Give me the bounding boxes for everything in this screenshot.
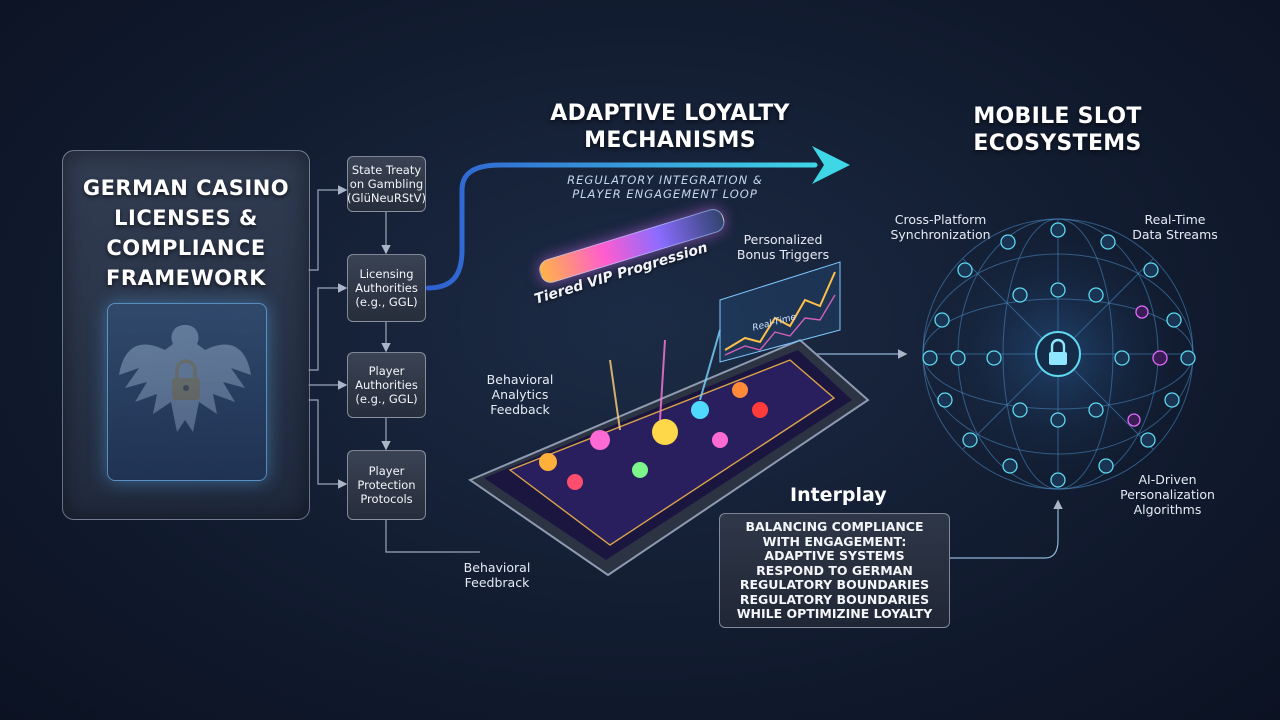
behavioral-analytics-label: Behavioral Analytics Feedback <box>486 372 554 417</box>
flow-box-state-treaty: State Treaty on Gambling (GlüNeuRStV) <box>347 156 426 212</box>
cross-platform-label: Cross-Platform Synchronization <box>890 212 991 242</box>
mobile-slot-heading: MOBILE SLOT ECOSYSTEMS <box>973 104 1142 156</box>
german-emblem <box>107 303 267 481</box>
flow-box-player-protection: Player Protection Protocols <box>347 450 426 520</box>
real-time-streams-label: Real-Time Data Streams <box>1132 212 1218 242</box>
behavioral-feedback-label: Behavioral Feedbrack <box>463 560 531 590</box>
personalized-bonus-label: Personalized Bonus Triggers <box>736 232 830 262</box>
panel-title: GERMAN CASINO LICENSES & COMPLIANCE FRAM… <box>82 176 290 290</box>
flow-box-player-authorities: Player Authorities (e.g., GGL) <box>347 352 426 418</box>
flow-box-licensing-authorities: Licensing Authorities (e.g., GGL) <box>347 254 426 322</box>
bonus-chart <box>719 261 841 363</box>
loyalty-subheading: REGULATORY INTEGRATION & PLAYER ENGAGEME… <box>567 173 763 201</box>
network-globe-icon <box>908 204 1208 504</box>
ai-driven-label: AI-Driven Personalization Algorithms <box>1120 472 1215 517</box>
interplay-box: BALANCING COMPLIANCE WITH ENGAGEMENT: AD… <box>719 513 950 628</box>
real-time-tag: Real-Time <box>751 312 798 334</box>
compliance-framework-panel: GERMAN CASINO LICENSES & COMPLIANCE FRAM… <box>62 150 310 520</box>
adaptive-loyalty-heading: ADAPTIVE LOYALTY MECHANISMS <box>550 101 790 153</box>
interplay-title: Interplay <box>790 484 887 506</box>
